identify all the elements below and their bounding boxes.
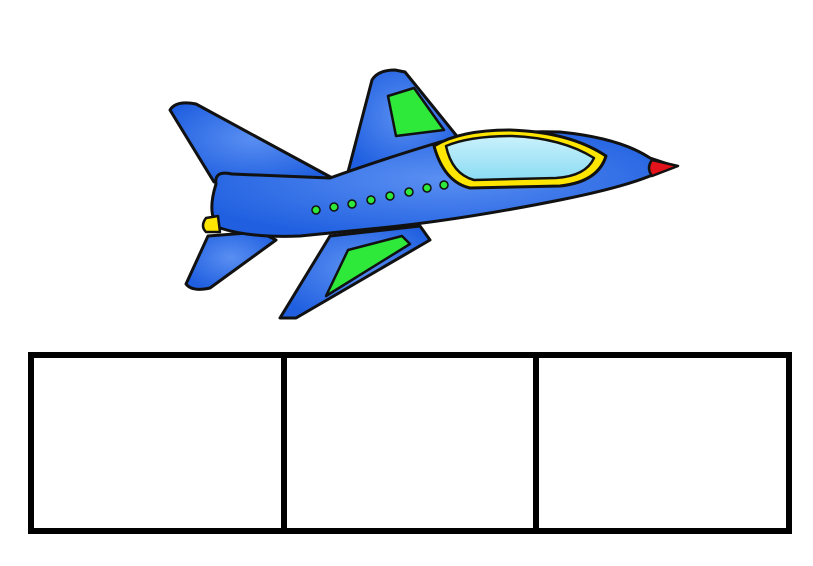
nose-tip <box>647 158 680 178</box>
window <box>311 205 321 215</box>
window <box>329 202 339 212</box>
airplane-icon <box>168 68 680 320</box>
exhaust <box>201 214 222 234</box>
window <box>404 187 414 197</box>
answer-boxes <box>28 352 792 534</box>
answer-box-3[interactable] <box>533 358 787 528</box>
window <box>385 191 395 201</box>
window <box>422 183 432 193</box>
window <box>366 195 376 205</box>
window <box>347 199 357 209</box>
upper-wing-panel <box>386 86 446 138</box>
window <box>439 180 449 190</box>
windows <box>311 180 449 215</box>
answer-box-2[interactable] <box>280 358 534 528</box>
lower-wing-panel <box>324 234 412 298</box>
tail-fin <box>168 101 338 184</box>
answer-box-1[interactable] <box>34 358 281 528</box>
lower-stabilizer <box>184 230 278 291</box>
canopy-glass <box>444 134 596 182</box>
